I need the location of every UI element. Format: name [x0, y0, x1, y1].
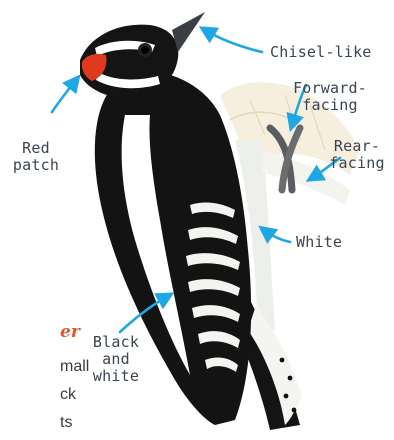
label-chisel-like: Chisel-like [270, 44, 372, 61]
arrow-red-patch [52, 80, 76, 112]
label-rear-facing: Rear- facing [320, 138, 394, 172]
label-red-line2: patch [8, 157, 64, 174]
label-forward-facing: Forward- facing [285, 80, 375, 114]
label-white: White [296, 234, 342, 251]
arrow-chisel [205, 30, 262, 52]
label-forward-line1: Forward- [285, 80, 375, 97]
label-black-and-white: Black and white [84, 334, 148, 385]
label-forward-line2: facing [285, 97, 375, 114]
cropped-title-fragment: er [60, 322, 80, 342]
label-rear-line1: Rear- [320, 138, 394, 155]
label-bw-line3: white [84, 368, 148, 385]
label-red-patch: Red patch [8, 140, 64, 174]
cropped-text-line1: mall [60, 358, 89, 376]
label-bw-line1: Black [84, 334, 148, 351]
label-red-line1: Red [8, 140, 64, 157]
label-bw-line2: and [84, 351, 148, 368]
cropped-text-line2: ck [60, 386, 76, 404]
label-rear-line2: facing [320, 155, 394, 172]
cropped-text-line3: ts [60, 414, 72, 432]
